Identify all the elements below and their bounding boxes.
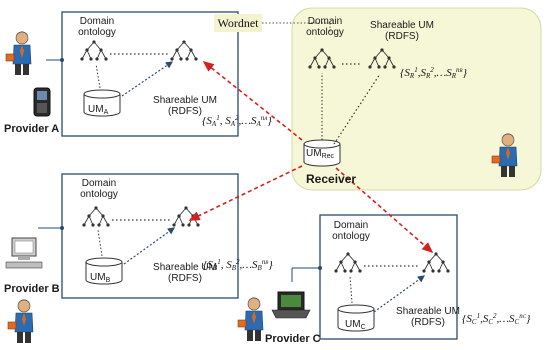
provider-a-person-icon	[5, 31, 32, 76]
provider-a-set-formula: {SA1, SA2,…SAnA}	[202, 114, 272, 128]
provider-b-person-icon	[7, 299, 34, 344]
provider-c-name: Provider C	[265, 333, 321, 345]
provider-c-person-icon	[237, 297, 264, 342]
provider-c-shareable-um-label: Shareable UM (RDFS)	[396, 306, 460, 328]
provider-c-um-label: UMC	[345, 319, 366, 331]
provider-b-name: Provider B	[4, 283, 60, 295]
receiver-title: Receiver	[306, 172, 357, 186]
provider-c-set-formula: {SC1,SC2,…SCnC}	[462, 312, 531, 326]
provider-c-domain-ontology-label: Domain ontology	[332, 220, 370, 242]
provider-b-um-label: UMB	[90, 272, 111, 284]
provider-b-domain-ontology-label: Domain ontology	[80, 178, 118, 200]
receiver-set-formula: {SR1,SR2,…SRnR}	[400, 66, 467, 80]
provider-b-shareable-um-label: Shareable UM (RDFS)	[153, 262, 217, 284]
receiver-shareable-um-label: Shareable UM (RDFS)	[370, 20, 434, 42]
provider-b-computer-icon	[5, 237, 43, 269]
receiver-um-label: UMRec	[306, 148, 335, 160]
link-receiver-provider-c	[335, 167, 434, 254]
receiver-box	[291, 7, 542, 191]
provider-a-shareable-um-label: Shareable UM (RDFS)	[153, 95, 217, 117]
wordnet-label: Wordnet	[214, 14, 262, 32]
receiver-domain-ontology-label: Domain ontology	[306, 16, 344, 38]
provider-a-um-label: UMA	[88, 104, 109, 116]
provider-c-laptop-icon	[271, 291, 311, 319]
provider-a-phone-icon	[33, 87, 51, 117]
provider-a-name: Provider A	[4, 123, 60, 135]
provider-a-domain-ontology-label: Domain ontology	[78, 16, 116, 38]
provider-b-set-formula: {SB1, SB2,…SBnB}	[203, 258, 273, 272]
